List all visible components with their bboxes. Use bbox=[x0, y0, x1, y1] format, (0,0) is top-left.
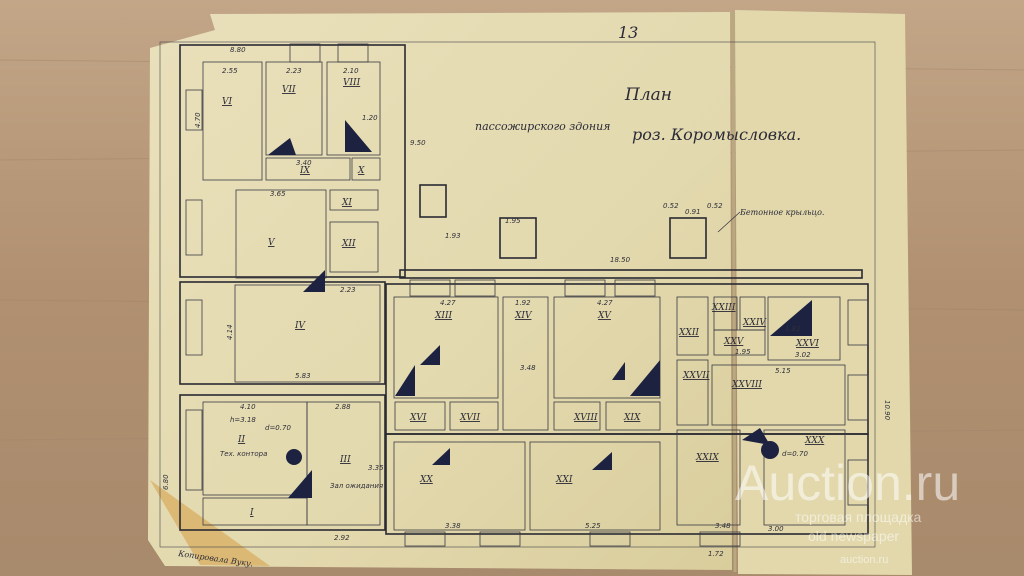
room-label: II bbox=[237, 435, 246, 445]
dimension: 1.93 bbox=[445, 232, 461, 240]
dimension: 3.65 bbox=[270, 190, 286, 198]
plan-walls bbox=[159, 41, 876, 548]
station-name: роз. Коромысловка. bbox=[632, 125, 801, 144]
waiting-hall-label: Зал ожидания bbox=[330, 482, 383, 490]
leader-line bbox=[717, 211, 741, 233]
room-labels: I II III IV V VI VII VIII IX X XI XII XI… bbox=[222, 78, 825, 518]
room-label: XIII bbox=[434, 311, 453, 321]
room-label: XXIX bbox=[695, 453, 719, 463]
dimension: 3.35 bbox=[368, 464, 384, 472]
auction-watermark: Auction.ru торговая площадка old newspap… bbox=[735, 455, 960, 566]
dimension: 4.27 bbox=[597, 299, 613, 307]
room-label: I bbox=[249, 508, 254, 518]
dimension: 8.80 bbox=[230, 46, 246, 54]
dimension: 0.52 bbox=[707, 202, 723, 210]
dimension: 1.72 bbox=[708, 550, 724, 558]
dimension: 3.48 bbox=[715, 522, 731, 530]
dimension: 2.92 bbox=[334, 534, 350, 542]
room-label: XXVIII bbox=[731, 380, 762, 390]
room-label: XXII bbox=[678, 328, 699, 338]
room-label: XXV bbox=[723, 337, 745, 347]
room-label: XIV bbox=[514, 311, 533, 321]
room-label: XXVII bbox=[682, 371, 710, 381]
concrete-porch-note: Бетонное крыльцо. bbox=[739, 208, 824, 217]
ceiling-height-note: h=3.18 bbox=[230, 416, 256, 424]
dimension: 4.70 bbox=[194, 112, 202, 128]
room-label: VI bbox=[222, 97, 232, 107]
paper-fold bbox=[731, 11, 737, 573]
room-label: XXIV bbox=[742, 318, 767, 328]
room-label: XXX bbox=[804, 436, 825, 446]
room-label: XIX bbox=[623, 413, 641, 423]
dimension: 2.88 bbox=[335, 403, 351, 411]
room-label: XXIII bbox=[711, 303, 736, 313]
dimension: 2.23 bbox=[340, 286, 356, 294]
room-label: XVI bbox=[409, 413, 427, 423]
dimension-labels: 8.80 2.55 2.23 2.10 9.50 3.40 3.65 2.23 … bbox=[162, 46, 891, 558]
room-label: XVIII bbox=[573, 413, 598, 423]
watermark-brand: Auction.ru bbox=[735, 455, 960, 511]
tech-office-label: Тех. контора bbox=[220, 450, 267, 458]
dimension: 6.80 bbox=[162, 474, 170, 490]
watermark-line2: old newspaper bbox=[808, 528, 899, 544]
dimension: 2.10 bbox=[343, 67, 359, 75]
room-label: IV bbox=[294, 321, 307, 331]
dimension: 18.50 bbox=[610, 256, 631, 264]
dimension: 3.02 bbox=[795, 351, 811, 359]
room-label: XV bbox=[597, 311, 612, 321]
room-label: XXVI bbox=[795, 339, 819, 349]
dimension: 3.40 bbox=[296, 159, 312, 167]
dimension: 0.52 bbox=[663, 202, 679, 210]
page-number: 13 bbox=[618, 23, 638, 42]
dimension: 0.91 bbox=[685, 208, 701, 216]
plan-rooms bbox=[202, 61, 846, 531]
dimension: 1.95 bbox=[505, 217, 521, 225]
dimension: 2.23 bbox=[286, 67, 302, 75]
room-label: XI bbox=[341, 198, 352, 208]
door-width-note-right: d=0.70 bbox=[782, 450, 808, 458]
room-label: VII bbox=[282, 85, 296, 95]
dimension: 2.55 bbox=[222, 67, 238, 75]
dimension: 5.25 bbox=[585, 522, 601, 530]
dimension: 4.27 bbox=[440, 299, 456, 307]
watermark-line3: auction.ru bbox=[840, 554, 888, 566]
dimension: 5.15 bbox=[775, 367, 791, 375]
watermark-line1: торговая площадка bbox=[795, 509, 922, 525]
dimension: 10.90 bbox=[883, 400, 891, 421]
dimension: 3.38 bbox=[445, 522, 461, 530]
dimension: 4.14 bbox=[226, 324, 234, 340]
dimension: 5.83 bbox=[295, 372, 311, 380]
dimension: 1.20 bbox=[362, 114, 378, 122]
dimension: 1.95 bbox=[735, 348, 751, 356]
room-label: XX bbox=[419, 475, 433, 485]
room-label: III bbox=[339, 455, 351, 465]
room-label: XXI bbox=[555, 475, 573, 485]
stove-marks bbox=[268, 120, 812, 498]
dimension: 1.82 bbox=[785, 325, 801, 333]
room-label: X bbox=[357, 166, 365, 176]
dimension: 3.48 bbox=[520, 364, 536, 372]
plan-subtitle: пассожирского здония bbox=[475, 120, 610, 133]
plan-title: План bbox=[624, 85, 672, 105]
dimension: 9.50 bbox=[410, 139, 426, 147]
room-label: IX bbox=[299, 166, 311, 176]
room-label: VIII bbox=[343, 78, 361, 88]
room-label: V bbox=[268, 238, 276, 248]
dimension: 3.00 bbox=[768, 525, 784, 533]
room-label: XII bbox=[341, 239, 356, 249]
dimension: 1.92 bbox=[515, 299, 531, 307]
dimension: 4.10 bbox=[240, 403, 256, 411]
room-label: XVII bbox=[459, 413, 480, 423]
door-width-note: d=0.70 bbox=[265, 424, 291, 432]
